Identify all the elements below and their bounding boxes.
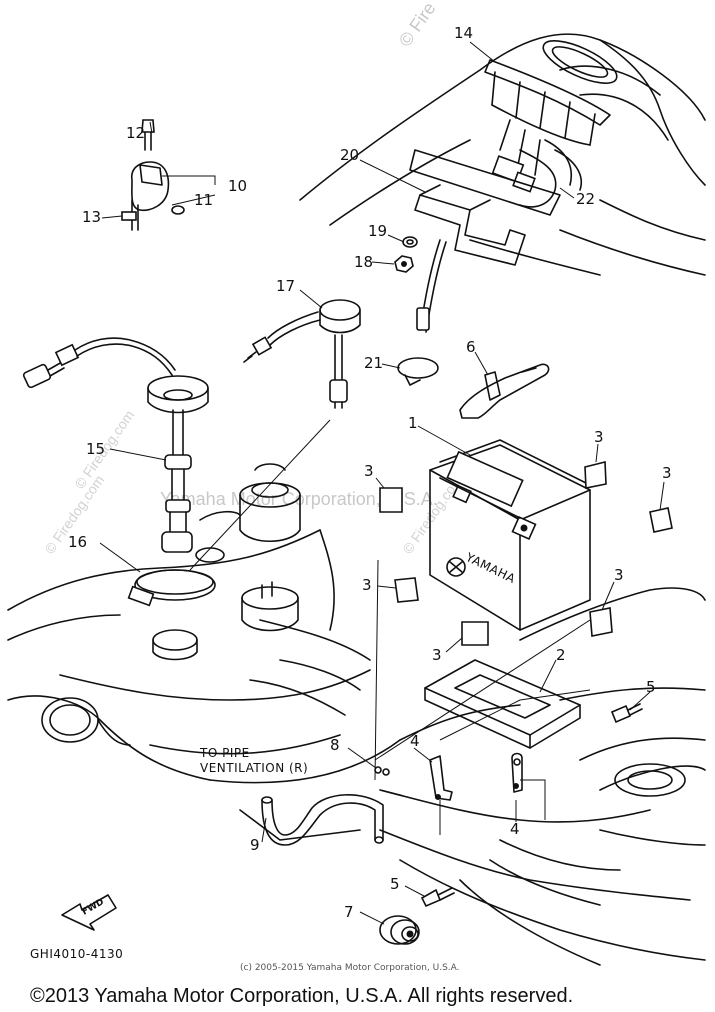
callout-3-e: 3 (614, 566, 624, 584)
part-2-battery-tray (424, 659, 581, 749)
part-17-sensor-lead (243, 299, 361, 409)
wire-connector-left (22, 337, 176, 389)
callout-14: 14 (454, 24, 473, 42)
part-13-fastener (121, 211, 137, 221)
callout-21: 21 (364, 354, 383, 372)
battery-brand-label: YAMAHA (463, 550, 518, 587)
part-3-pad-d (394, 577, 419, 603)
part-3-pad-c (649, 507, 673, 533)
pump-wire-harness (416, 239, 447, 333)
callout-3-a: 3 (594, 428, 604, 446)
tank-breather-cap (152, 581, 299, 661)
part-21-clamp (397, 357, 439, 386)
callout-10: 10 (228, 177, 247, 195)
callout-3-c: 3 (662, 464, 672, 482)
part-16-hose-clamp (127, 569, 216, 607)
callout-15: 15 (86, 440, 105, 458)
part-18-nut (394, 255, 414, 273)
callout-18: 18 (354, 253, 373, 271)
pipe-note-line1: TO PIPE (199, 746, 250, 760)
callout-11: 11 (194, 191, 213, 209)
part-1-battery: YAMAHA (429, 439, 591, 631)
watermark-group: © Fire Yamaha Motor Corporation, U.S.A. … (41, 0, 465, 557)
part-7-grommet (379, 915, 420, 945)
diagram-code: GHI4010-4130 (30, 947, 123, 961)
part-3-pad-e (589, 607, 613, 637)
callout-12: 12 (126, 124, 145, 142)
part-9-vent-hose (261, 794, 384, 846)
callout-1: 1 (408, 414, 418, 432)
callout-numbers: 12 10 11 13 14 20 22 19 18 17 21 6 1 3 3… (68, 24, 672, 921)
callout-17: 17 (276, 277, 295, 295)
part-3-pad-b (584, 460, 607, 489)
part-6-battery-band (459, 363, 550, 419)
callout-3-d: 3 (362, 576, 372, 594)
watermark-top: © Fire (395, 0, 440, 50)
part-19-washer (402, 236, 418, 248)
callout-9: 9 (250, 836, 260, 854)
pipe-note-line2: VENTILATION (R) (200, 761, 308, 775)
part-4-bracket-left (429, 755, 453, 801)
callout-2: 2 (556, 646, 566, 664)
part-4-bracket-right (511, 752, 523, 793)
callout-6: 6 (466, 338, 476, 356)
tank-filler-neck (195, 463, 301, 563)
callout-8: 8 (330, 736, 340, 754)
part-11-grommet (171, 205, 185, 215)
callout-7: 7 (344, 903, 354, 921)
part-5-bolt-lower (420, 887, 455, 908)
part-10-holder (130, 161, 170, 231)
callout-13: 13 (82, 208, 101, 226)
part-20-bracket (409, 149, 561, 266)
source-credit: (c) 2005-2015 Yamaha Motor Corporation, … (240, 963, 460, 973)
callout-leaders (99, 41, 665, 925)
callout-5-b: 5 (390, 875, 400, 893)
callout-5-a: 5 (646, 678, 656, 696)
part-8-clip (374, 766, 390, 776)
callout-19: 19 (368, 222, 387, 240)
fwd-label: FWD (81, 897, 106, 917)
part-3-pad-a (379, 487, 403, 513)
callout-4-a: 4 (410, 732, 420, 750)
forward-direction-arrow: FWD (61, 894, 117, 931)
part-3-pad-f (461, 621, 489, 646)
callout-20: 20 (340, 146, 359, 164)
part-5-bolt-upper (610, 703, 643, 724)
callout-16: 16 (68, 533, 87, 551)
callout-4-b: 4 (510, 820, 520, 838)
callout-3-b: 3 (364, 462, 374, 480)
copyright-notice: ©2013 Yamaha Motor Corporation, U.S.A. A… (30, 985, 573, 1007)
callout-22: 22 (576, 190, 595, 208)
part-15-fuel-level-sender (147, 375, 209, 553)
part-14-fuel-sender-unit (484, 40, 618, 208)
callout-3-f: 3 (432, 646, 442, 664)
